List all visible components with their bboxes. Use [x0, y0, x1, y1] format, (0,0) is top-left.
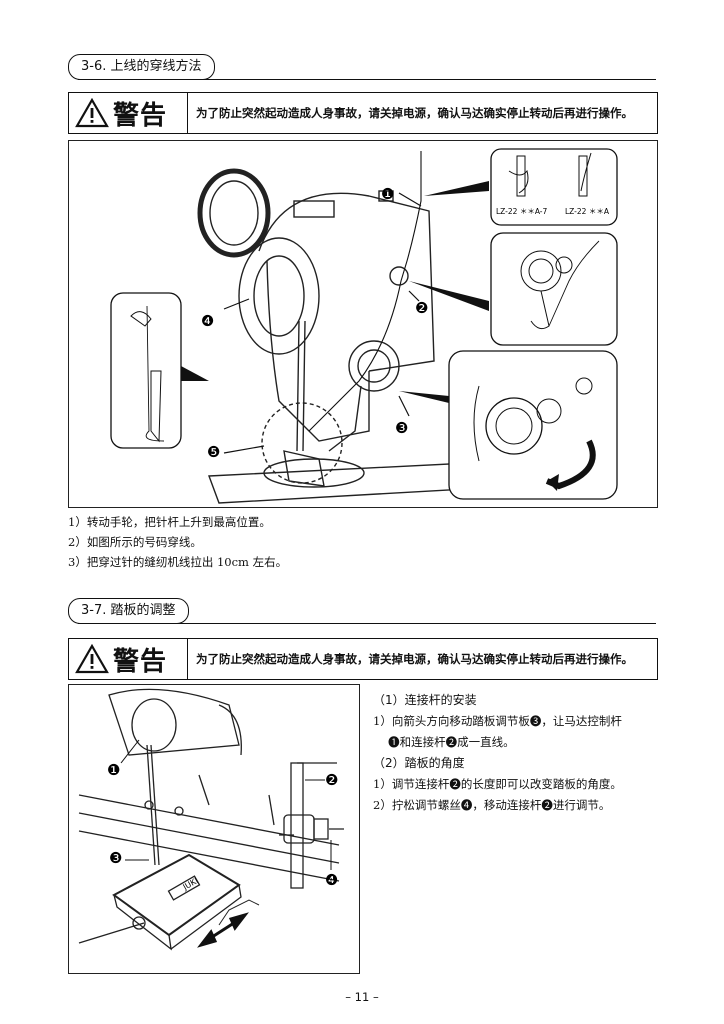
- threading-callouts: ❶ ❷ ❸ ❹ ❺: [201, 185, 428, 461]
- inset-handwheel: [448, 350, 618, 500]
- inset-needle: [110, 292, 182, 449]
- warning-label: 警告: [69, 93, 188, 133]
- step-2: 2）如图所示的号码穿线。: [68, 535, 202, 549]
- angle-line-1: 1）调节连接杆❷的长度即可以改变踏板的角度。: [373, 777, 622, 791]
- pedal-instructions: （1）连接杆的安装 1）向箭头方向移动踏板调节板❸，让马达控制杆 ❶和连接杆❷成…: [373, 690, 663, 816]
- pedal-callout-1: ❶: [107, 761, 120, 779]
- model-label-left: LZ-22 ＊＊A-7: [496, 207, 547, 216]
- section-title: 3-7. 踏板的调整: [68, 598, 189, 624]
- warning-triangle-icon: [75, 644, 109, 674]
- warning-message: 为了防止突然起动造成人身事故，请关掉电源，确认马达确实停止转动后再进行操作。: [196, 652, 633, 666]
- threading-steps: 1）转动手轮，把针杆上升到最高位置。 2）如图所示的号码穿线。 3）把穿过针的缝…: [68, 512, 287, 572]
- angle-line-2: 2）拧松调节螺丝❹，移动连接杆❷进行调节。: [373, 798, 611, 812]
- linkage-line-2: ❶和连接杆❷成一直线。: [373, 735, 515, 749]
- warning-word: 警告: [113, 100, 168, 131]
- pedal-figure: JUKI ❶ ❸ ❷ ❹: [68, 684, 360, 974]
- linkage-line-1: 1）向箭头方向移动踏板调节板❸，让马达控制杆: [373, 714, 622, 728]
- threading-illustration: ❶ ❷ ❸ ❹ ❺ LZ-22 ＊＊A-7 LZ-22 ＊＊A: [110, 148, 618, 504]
- page-number: – 11 –: [345, 990, 379, 1004]
- pedal-callout-3: ❸: [109, 849, 122, 867]
- callout-2: ❷: [415, 299, 428, 317]
- step-3: 3）把穿过针的缝纫机线拉出 10cm 左右。: [68, 555, 288, 569]
- callout-5: ❺: [207, 443, 220, 461]
- heading-rule: [78, 623, 656, 624]
- warning-label: 警告: [69, 639, 188, 679]
- warning-triangle-icon: [75, 98, 109, 128]
- inset-tension: [490, 232, 618, 346]
- subsection-title-angle: （2）踏板的角度: [373, 756, 465, 770]
- threading-figure: ❶ ❷ ❸ ❹ ❺ LZ-22 ＊＊A-7 LZ-22 ＊＊A: [68, 140, 658, 508]
- callout-4: ❹: [201, 312, 214, 330]
- callout-3: ❸: [395, 419, 408, 437]
- section-title: 3-6. 上线的穿线方法: [68, 54, 215, 80]
- callout-1: ❶: [381, 185, 394, 203]
- rod-detail: [279, 762, 344, 889]
- heading-rule: [78, 79, 656, 80]
- warning-word: 警告: [113, 646, 168, 677]
- pedal-illustration: JUKI ❶ ❸ ❷ ❹: [78, 688, 344, 951]
- warning-box: 警告 为了防止突然起动造成人身事故，请关掉电源，确认马达确实停止转动后再进行操作…: [68, 638, 658, 680]
- pedal-callout-4: ❹: [325, 871, 338, 889]
- pedal-callout-2: ❷: [325, 771, 338, 789]
- inset-thread-guides: LZ-22 ＊＊A-7 LZ-22 ＊＊A: [490, 148, 618, 226]
- warning-box: 警告 为了防止突然起动造成人身事故，请关掉电源，确认马达确实停止转动后再进行操作…: [68, 92, 658, 134]
- section-heading-3-6: 3-6. 上线的穿线方法: [68, 54, 656, 80]
- subsection-title-linkage: （1）连接杆的安装: [373, 693, 477, 707]
- step-1: 1）转动手轮，把针杆上升到最高位置。: [68, 515, 271, 529]
- section-heading-3-7: 3-7. 踏板的调整: [68, 598, 656, 624]
- warning-message: 为了防止突然起动造成人身事故，请关掉电源，确认马达确实停止转动后再进行操作。: [196, 106, 633, 120]
- model-label-right: LZ-22 ＊＊A: [565, 207, 610, 216]
